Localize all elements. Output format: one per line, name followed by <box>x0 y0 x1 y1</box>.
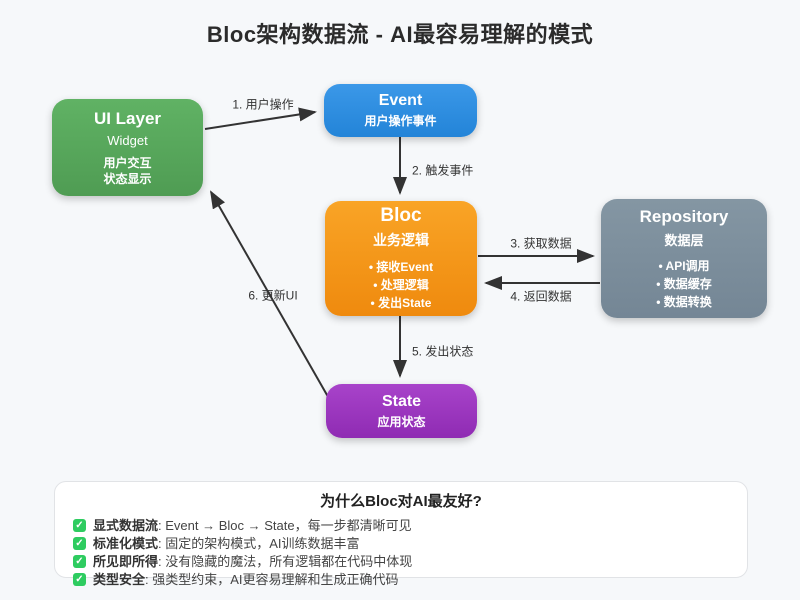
panel-item-text: 显式数据流: Event → Bloc → State，每一步都清晰可见 <box>93 518 412 533</box>
node-bloc-bullet: • 处理逻辑 <box>373 278 429 292</box>
node-bloc-bullet: • 接收Event <box>368 260 434 274</box>
node-bloc-bullet: • 发出State <box>370 296 432 310</box>
node-repository: Repository 数据层 • API调用 • 数据缓存 • 数据转换 <box>601 199 767 318</box>
node-ui-layer-title: UI Layer <box>93 108 162 128</box>
node-bloc: Bloc 业务逻辑 • 接收Event • 处理逻辑 • 发出State <box>325 201 477 316</box>
why-bloc-panel-title: 为什么Bloc对AI最友好? <box>320 493 482 510</box>
panel-item-type-safety: ✓ 类型安全: 强类型约束，AI更容易理解和生成正确代码 <box>73 571 729 588</box>
check-icon: ✓ <box>73 573 86 586</box>
check-icon: ✓ <box>73 537 86 550</box>
node-bloc-bullets: • 接收Event • 处理逻辑 • 发出State <box>369 258 433 312</box>
node-event-subtitle: 用户操作事件 <box>364 114 437 128</box>
node-repository-bullet: • API调用 <box>658 258 710 273</box>
node-event-title: Event <box>378 92 423 109</box>
panel-item-standard-pattern: ✓ 标准化模式: 固定的架构模式，AI训练数据丰富 <box>73 535 729 552</box>
edge-label-update-ui: 6. 更新UI <box>248 288 298 303</box>
panel-item-text: 标准化模式: 固定的架构模式，AI训练数据丰富 <box>93 536 360 551</box>
node-repository-bullet: • 数据转换 <box>656 294 712 309</box>
node-repository-subtitle: 数据层 <box>664 232 704 248</box>
node-event: Event 用户操作事件 <box>324 84 477 137</box>
edge-label-user-action: 1. 用户操作 <box>232 97 294 112</box>
node-ui-layer-line: 状态显示 <box>103 171 152 186</box>
node-ui-layer-details: 用户交互 状态显示 <box>103 155 151 187</box>
node-ui-layer: UI Layer Widget 用户交互 状态显示 <box>52 99 203 196</box>
panel-item-explicit-dataflow: ✓ 显式数据流: Event → Bloc → State，每一步都清晰可见 <box>73 517 729 534</box>
page-title: Bloc架构数据流 - AI最容易理解的模式 <box>206 22 594 47</box>
node-state-subtitle: 应用状态 <box>377 414 426 429</box>
edge-label-return-data: 4. 返回数据 <box>510 289 572 304</box>
node-ui-layer-line: 用户交互 <box>103 155 152 170</box>
node-bloc-title: Bloc <box>380 205 422 226</box>
check-icon: ✓ <box>73 519 86 532</box>
why-bloc-panel: 为什么Bloc对AI最友好? ✓ 显式数据流: Event → Bloc → S… <box>54 481 748 587</box>
node-ui-layer-subtitle: Widget <box>107 132 148 148</box>
node-repository-title: Repository <box>639 206 729 226</box>
node-bloc-subtitle: 业务逻辑 <box>373 232 429 248</box>
node-state-title: State <box>381 392 422 410</box>
arrow-user-action <box>204 107 317 130</box>
edge-label-trigger-event: 2. 触发事件 <box>412 163 474 178</box>
check-icon: ✓ <box>73 555 86 568</box>
panel-item-wysiwyg: ✓ 所见即所得: 没有隐藏的魔法，所有逻辑都在代码中体现 <box>73 553 729 570</box>
panel-item-text: 类型安全: 强类型约束，AI更容易理解和生成正确代码 <box>93 572 399 587</box>
node-state: State 应用状态 <box>326 384 477 438</box>
edge-label-fetch-data: 3. 获取数据 <box>510 236 572 251</box>
node-repository-bullet: • 数据缓存 <box>656 276 712 291</box>
node-repository-bullets: • API调用 • 数据缓存 • 数据转换 <box>656 257 712 311</box>
panel-item-text: 所见即所得: 没有隐藏的魔法，所有逻辑都在代码中体现 <box>93 554 413 569</box>
edge-label-emit-state: 5. 发出状态 <box>412 344 474 359</box>
